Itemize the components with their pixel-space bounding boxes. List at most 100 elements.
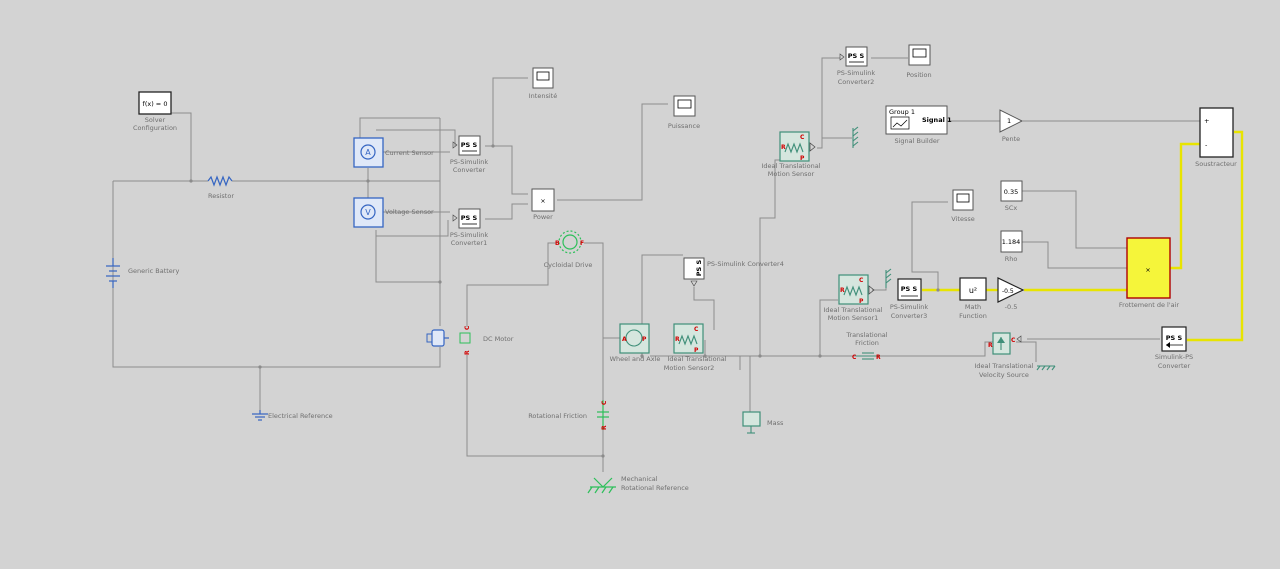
input-port-icon [1016,335,1022,343]
port-r: R [840,287,845,294]
vitesse-scope-block[interactable]: Vitesse [951,189,975,223]
port-c: C [601,400,608,405]
ground-reference-middle [885,268,892,288]
port-c: C [859,277,864,284]
wheel-and-axle-block[interactable]: A P Wheel and Axle [610,323,661,363]
port-r: R [464,350,471,355]
rho-text: 1.184 [1002,238,1021,246]
rho-constant-block[interactable]: 1.184 Rho [1000,230,1023,263]
port-a: A [622,336,627,343]
electrical-reference-block[interactable]: Electrical Reference [252,410,333,421]
ps-conv3-label: PS-Simulink [890,303,929,311]
port-p: P [859,298,864,305]
port-c: C [694,326,699,333]
ps-conv1-label: PS-Simulink [450,231,489,239]
generic-battery-block[interactable]: Generic Battery [106,258,179,288]
rho-label: Rho [1005,255,1018,263]
product-text: × [540,197,545,205]
soustracteur-minus: - [1205,141,1208,149]
signal-builder-label: Signal Builder [894,137,939,145]
gain-minus-0-5-block[interactable]: -0.5 -0.5 [997,277,1025,311]
port-c: C [464,325,471,330]
solver-configuration-block[interactable]: f(x) = 0 Solver Configuration [133,91,177,132]
math-function-block[interactable]: u² Math Function [959,277,987,320]
puissance-scope-block[interactable]: Puissance [668,95,700,130]
scope-icon [956,193,970,203]
ps-conv2-label: PS-Simulink [837,69,876,77]
input-port-icon [690,280,698,287]
cycloidal-drive-block[interactable]: B F Cycloidal Drive [544,230,593,269]
ps-conv1-label-2: Converter1 [451,239,488,247]
voltage-sensor-block[interactable]: V Voltage Sensor [353,197,434,228]
ps-simulink-converter1-block[interactable]: PS S PS-Simulink Converter1 [450,208,489,247]
soustracteur-plus: + [1204,117,1209,125]
highlighted-wires [922,130,1244,342]
junction-dots [189,144,940,458]
ps-conv3-text: PS S [901,285,918,293]
wires [112,57,1200,472]
elec-ref-label: Electrical Reference [268,412,333,420]
dc-motor-label: DC Motor [483,335,514,343]
sps-conv-label-2: Converter [1158,362,1191,370]
port-f: F [580,240,584,247]
ideal-translational-motion-sensor-block[interactable]: C R P Ideal Translational Motion Sensor [761,131,821,178]
pente-text: 1 [1007,117,1011,125]
soustracteur-block[interactable]: + - Soustracteur [1195,107,1237,168]
translational-friction-block[interactable]: C R Translational Friction [845,331,887,361]
current-sensor-label: Current Sensor [385,149,434,157]
its1-label: Ideal Translational [823,306,882,314]
ps-simulink-converter4-block[interactable]: PS S PS-Simulink Converter4 [683,257,784,287]
resistor-label: Resistor [208,192,234,200]
puissance-label: Puissance [668,122,700,130]
scx-text: 0.35 [1004,188,1018,196]
simulink-ps-converter-block[interactable]: PS S Simulink-PS Converter [1155,326,1193,370]
ideal-translational-motion-sensor2-block[interactable]: C R P Ideal Translational Motion Sensor2 [664,323,727,372]
ideal-translational-velocity-source-block[interactable]: R C Ideal Translational Velocity Source [974,332,1034,379]
its2-label-2: Motion Sensor2 [664,364,715,372]
port-p: P [800,155,805,162]
ps-simulink-converter3-block[interactable]: PS S PS-Simulink Converter3 [890,278,929,320]
mass-label: Mass [767,419,784,427]
ps-conv1-text: PS S [461,214,478,222]
current-sensor-block[interactable]: A Current Sensor [353,137,434,168]
scx-constant-block[interactable]: 0.35 SCx [1000,180,1023,212]
output-port-icon [809,142,816,152]
ps-simulink-converter-block[interactable]: PS S PS-Simulink Converter [450,135,489,174]
scope-icon [912,48,927,58]
frottement-product-block[interactable]: × Frottement de l'air [1119,237,1180,309]
input-port-icon [452,141,458,149]
mech-rot-ref-label-2: Rotational Reference [621,484,689,492]
resistor-block[interactable]: Resistor [207,175,234,200]
signal-plot-icon [890,116,910,130]
ps-conv2-text: PS S [848,52,865,60]
rotational-friction-block[interactable]: C R Rotational Friction [528,400,609,430]
port-c: C [1011,337,1016,344]
port-b: B [555,240,560,247]
pente-gain-block[interactable]: 1 Pente [999,109,1024,143]
intensite-scope-block[interactable]: Intensité [529,67,557,100]
trans-friction-label: Translational [845,331,887,339]
sps-conv-text: PS S [1166,334,1183,342]
wheel-axle-label: Wheel and Axle [610,355,661,363]
scx-label: SCx [1005,204,1018,212]
itvs-label: Ideal Translational [974,362,1033,370]
math-fn-text: u² [969,286,977,295]
port-p: P [642,336,647,343]
mechanical-rotational-reference-block[interactable]: Mechanical Rotational Reference [587,475,689,494]
frottement-label: Frottement de l'air [1119,301,1180,309]
dc-motor-block[interactable]: C R DC Motor [426,325,514,355]
solver-text: f(x) = 0 [143,100,168,108]
mass-block[interactable]: Mass [742,411,784,434]
input-port-icon [452,214,458,222]
ps-simulink-converter2-block[interactable]: PS S PS-Simulink Converter2 [837,46,876,86]
ideal-translational-motion-sensor1-block[interactable]: C R P Ideal Translational Motion Sensor1 [823,274,883,322]
position-scope-block[interactable]: Position [906,44,932,79]
trans-friction-label-2: Friction [855,339,879,347]
signal-builder-block[interactable]: Group 1 Signal 1 Signal Builder [885,105,952,145]
math-fn-label: Math [965,303,981,311]
power-product-block[interactable]: × Power [531,188,555,221]
its2-label: Ideal Translational [667,355,726,363]
scope-icon [677,99,692,109]
rot-friction-label: Rotational Friction [528,412,587,420]
